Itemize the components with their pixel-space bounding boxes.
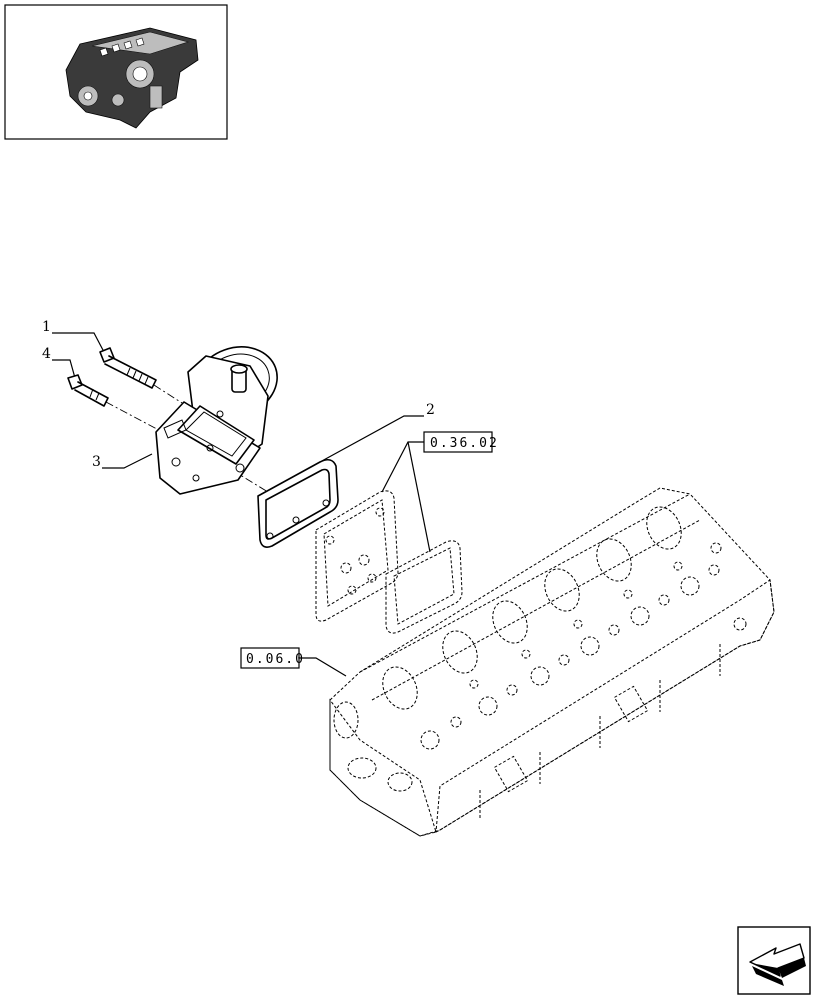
gasket-reference-dashed <box>315 490 463 634</box>
callout-1: 1 <box>42 319 105 353</box>
bolt-4 <box>67 374 109 407</box>
intake-housing-part-3 <box>155 346 278 495</box>
callout-1-label: 1 <box>42 319 51 335</box>
bolt-1 <box>99 347 157 389</box>
reference-label-cylinder-head: 0.06.0 <box>246 652 305 667</box>
reference-label-gasket: 0.36.02 <box>430 436 499 451</box>
callout-2-label: 2 <box>426 402 435 418</box>
reference-box-cylinder-head[interactable]: 0.06.0 <box>240 647 347 677</box>
callout-3: 3 <box>92 453 153 470</box>
callout-4-label: 4 <box>42 346 51 362</box>
gasket-part-2 <box>257 458 339 548</box>
next-page-arrow-icon[interactable] <box>737 926 811 995</box>
callout-3-label: 3 <box>92 454 101 470</box>
cylinder-head-dashed <box>329 487 775 837</box>
callout-2: 2 <box>319 402 435 463</box>
engine-thumbnail-icon <box>4 4 228 140</box>
callout-4: 4 <box>42 346 76 379</box>
reference-box-gasket[interactable]: 0.36.02 <box>381 431 499 553</box>
